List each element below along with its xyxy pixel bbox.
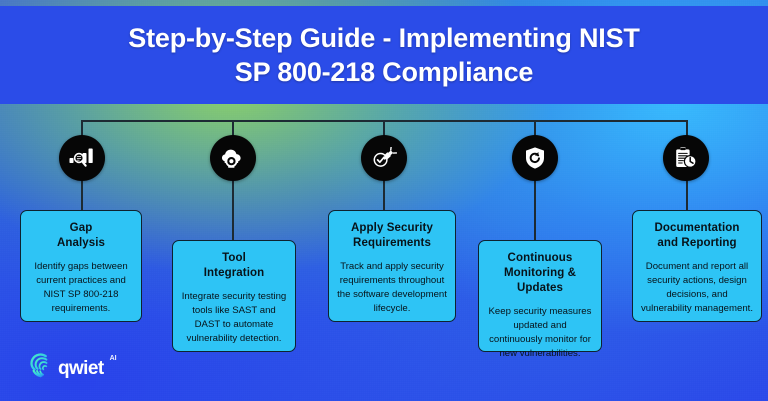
cloud-gear-icon	[220, 147, 246, 169]
step-description: Track and apply security requirements th…	[337, 261, 447, 314]
connector-horizontal-bar	[82, 120, 688, 122]
page-title-line-2: SP 800-218 Compliance	[234, 57, 534, 87]
step-card-documentation-and-reporting[interactable]: Documentation and Reporting Document and…	[632, 210, 762, 322]
step-title-line: Analysis	[56, 237, 106, 249]
step-title-line: Requirements	[353, 237, 431, 249]
step-card-gap-analysis[interactable]: Gap Analysis Identify gaps between curre…	[20, 210, 142, 322]
connector-stem-5-lower	[686, 180, 688, 212]
step-icon-circle-5[interactable]	[663, 135, 709, 181]
step-title: Apply Security Requirements	[351, 221, 433, 251]
qwiet-ai-superscript: AI	[109, 355, 117, 362]
shield-refresh-icon	[524, 146, 546, 170]
step-description: Keep security measures updated and conti…	[488, 306, 592, 359]
clipboard-clock-icon	[674, 146, 698, 170]
title-banner: Step-by-Step Guide - Implementing NIST S…	[0, 6, 768, 104]
step-title-line: Monitoring &	[503, 267, 577, 279]
step-title: Documentation and Reporting	[655, 221, 740, 251]
step-icon-circle-1[interactable]	[59, 135, 105, 181]
chart-magnifier-icon	[69, 147, 95, 169]
step-title-line: Apply Security	[351, 222, 433, 234]
step-title-line: Integration	[203, 267, 265, 279]
step-title-line: Documentation	[654, 222, 740, 234]
step-card-continuous-monitoring-updates[interactable]: Continuous Monitoring & Updates Keep sec…	[478, 240, 602, 359]
step-description: Identify gaps between current practices …	[34, 261, 128, 314]
qwiet-spiral-logo-icon	[28, 352, 53, 384]
step-description: Document and report all security actions…	[641, 261, 753, 314]
step-title: Continuous Monitoring & Updates	[504, 251, 576, 296]
step-title: Gap Analysis	[57, 221, 105, 251]
page-title-line-1: Step-by-Step Guide - Implementing NIST	[128, 23, 640, 53]
step-title-line: Continuous	[507, 252, 573, 264]
connector-stem-4-lower	[534, 180, 536, 242]
step-title-line: Updates	[516, 282, 564, 294]
step-card-tool-integration[interactable]: Tool Integration Integrate security test…	[172, 240, 296, 352]
connector-stem-3-lower	[383, 180, 385, 212]
plug-check-icon	[371, 147, 397, 169]
step-icon-circle-3[interactable]	[361, 135, 407, 181]
step-card-apply-security-requirements[interactable]: Apply Security Requirements Track and ap…	[328, 210, 456, 322]
step-description: Integrate security testing tools like SA…	[181, 291, 287, 344]
connector-stem-2-lower	[232, 180, 234, 242]
step-title: Tool Integration	[204, 251, 265, 281]
step-title-line: Tool	[222, 252, 246, 264]
qwiet-wordmark: qwiet	[58, 357, 104, 379]
qwiet-logo[interactable]: qwiet AI	[28, 352, 117, 384]
step-title-line: and Reporting	[657, 237, 737, 249]
step-title-line: Gap	[69, 222, 93, 234]
connector-stem-1-lower	[81, 180, 83, 212]
step-icon-circle-2[interactable]	[210, 135, 256, 181]
step-icon-circle-4[interactable]	[512, 135, 558, 181]
